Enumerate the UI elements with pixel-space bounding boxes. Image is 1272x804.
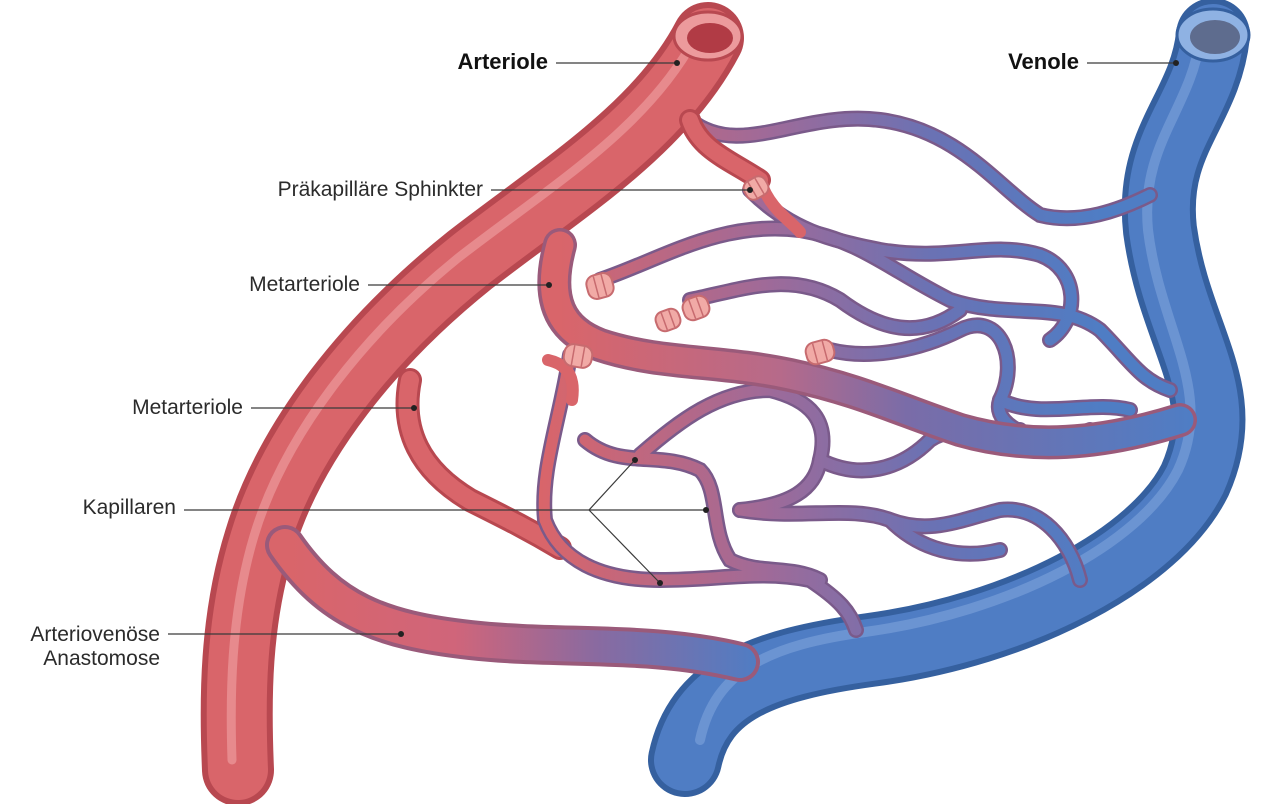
- arteriovenous-anastomosis-vessel: [265, 525, 760, 682]
- sphincter-ring: [654, 307, 682, 333]
- capillaries-pointer-dot: [657, 580, 663, 586]
- metarteriole-lower-pointer-dot: [411, 405, 417, 411]
- metarteriole-lower-label: Metarteriole: [132, 396, 243, 419]
- venole-label: Venole: [1008, 49, 1079, 74]
- metarteriole-upper-pointer-dot: [546, 282, 552, 288]
- precapillary-sphincter-label: Präkapilläre Sphinkter: [278, 178, 483, 201]
- capillaries-pointer-dot: [703, 507, 709, 513]
- label-av-anastomosis: Arteriovenöse Anastomose: [30, 623, 404, 670]
- precapillary-sphincters: [562, 175, 836, 369]
- venole-pointer-dot: [1173, 60, 1179, 66]
- label-metarteriole-upper: Metarteriole: [249, 273, 552, 296]
- capillary-network: [536, 110, 1178, 638]
- metarteriole-upper-label: Metarteriole: [249, 273, 360, 296]
- sphincter-ring: [804, 338, 836, 366]
- metarteriole-lower-vessel: [395, 368, 572, 560]
- capillaries-leader-branch-lower: [588, 509, 660, 583]
- precapillary-sphincter-pointer-dot: [747, 187, 753, 193]
- capillaries-pointer-dot: [632, 457, 638, 463]
- label-metarteriole-lower: Metarteriole: [132, 396, 417, 419]
- venule-vessel: [648, 0, 1250, 797]
- label-arteriole: Arteriole: [458, 49, 680, 74]
- capillaries-leader-branch-upper: [588, 460, 635, 511]
- av-anastomosis-label-line2: Anastomose: [43, 647, 160, 670]
- sphincter-ring: [585, 272, 615, 300]
- venule-opening: [1175, 7, 1251, 63]
- arteriole-label: Arteriole: [458, 49, 548, 74]
- av-anastomosis-label-line1: Arteriovenöse: [30, 623, 160, 646]
- sphincter-ring: [681, 294, 711, 322]
- metarteriole-upper-vessel: [537, 109, 1197, 460]
- av-anastomosis-pointer-dot: [398, 631, 404, 637]
- label-precapillary-sphincter: Präkapilläre Sphinkter: [278, 178, 753, 201]
- sphincter-ring: [562, 343, 594, 369]
- label-capillaries: Kapillaren: [83, 457, 709, 586]
- arteriole-vessel: [200, 2, 744, 804]
- label-venole: Venole: [1008, 49, 1179, 74]
- arteriole-opening: [672, 10, 744, 62]
- capillaries-label: Kapillaren: [83, 496, 176, 519]
- arteriole-pointer-dot: [674, 60, 680, 66]
